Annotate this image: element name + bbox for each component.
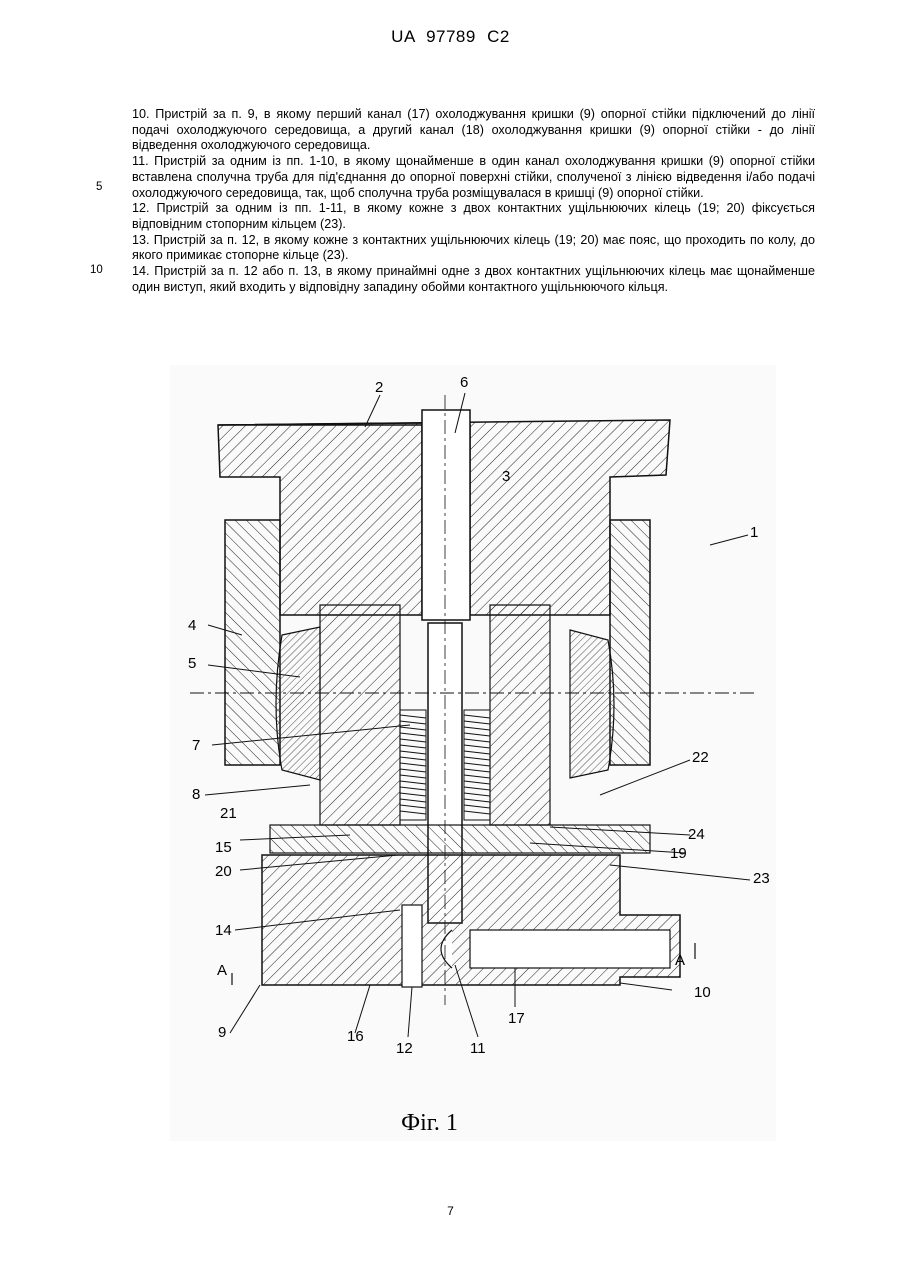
spring-coil	[464, 739, 490, 742]
label-2: 2	[375, 379, 383, 396]
spring-coil	[464, 721, 490, 724]
label-12: 12	[396, 1040, 413, 1057]
patent-number-header: UA 97789 C2	[0, 27, 901, 47]
spring-coil	[400, 787, 426, 790]
label-20: 20	[215, 863, 232, 880]
spring-coil	[400, 811, 426, 814]
spring-coil	[400, 721, 426, 724]
spring-coil	[400, 775, 426, 778]
line-number-5: 5	[96, 181, 102, 193]
spring-coil	[464, 805, 490, 808]
spring-coil	[400, 733, 426, 736]
claim-13: 13. Пристрій за п. 12, в якому кожне з к…	[132, 233, 815, 264]
label-14: 14	[215, 922, 232, 939]
label-9: 9	[218, 1024, 226, 1041]
technical-drawing-figure-1: 2 6 3 1 4 5 7 8 21 22 24 19 23 15 20 14 …	[170, 365, 776, 1141]
spring-coil	[464, 745, 490, 748]
label-8: 8	[192, 786, 200, 803]
spring-coil	[464, 733, 490, 736]
spring-coil	[464, 799, 490, 802]
spring-coil	[464, 769, 490, 772]
claim-11: 11. Пристрій за одним із пп. 1-10, в яко…	[132, 154, 815, 201]
label-15: 15	[215, 839, 232, 856]
spring-coil	[464, 811, 490, 814]
spring-coil	[400, 793, 426, 796]
label-A-right: A	[675, 952, 685, 969]
spring-coil	[464, 757, 490, 760]
label-6: 6	[460, 374, 468, 391]
label-24: 24	[688, 826, 705, 843]
page-number: 7	[0, 1204, 901, 1218]
spring-coil	[400, 769, 426, 772]
label-7: 7	[192, 737, 200, 754]
drawing-svg: 2 6 3 1 4 5 7 8 21 22 24 19 23 15 20 14 …	[170, 365, 776, 1141]
spring-coil	[464, 787, 490, 790]
label-3: 3	[502, 468, 510, 485]
line-number-10: 10	[90, 264, 103, 276]
label-19: 19	[670, 845, 687, 862]
spring-coil	[464, 727, 490, 730]
label-1: 1	[750, 524, 758, 541]
label-4: 4	[188, 617, 196, 634]
spring-coil	[400, 745, 426, 748]
label-22: 22	[692, 749, 709, 766]
spring-coil	[464, 793, 490, 796]
label-10: 10	[694, 984, 711, 1001]
claim-10: 10. Пристрій за п. 9, в якому перший кан…	[132, 107, 815, 154]
spring-coil	[464, 781, 490, 784]
figure-caption: Фіг. 1	[0, 1110, 901, 1137]
label-5: 5	[188, 655, 196, 672]
claims-text: 10. Пристрій за п. 9, в якому перший кан…	[132, 107, 815, 295]
spring-coil	[400, 751, 426, 754]
spring-coil	[400, 727, 426, 730]
label-A-left: A	[217, 962, 227, 979]
claim-12: 12. Пристрій за одним із пп. 1-11, в яко…	[132, 201, 815, 232]
spring-coil	[464, 751, 490, 754]
label-16: 16	[347, 1028, 364, 1045]
spring-coil	[400, 763, 426, 766]
spring-coil	[400, 799, 426, 802]
spring-coil	[464, 763, 490, 766]
spring-coil	[400, 739, 426, 742]
spring-coil	[400, 805, 426, 808]
spring-coil	[464, 715, 490, 718]
figure-caption-text: Фіг. 1	[401, 1110, 458, 1136]
spring-coil	[464, 775, 490, 778]
label-17: 17	[508, 1010, 525, 1027]
label-11: 11	[470, 1040, 486, 1057]
claim-14: 14. Пристрій за п. 12 або п. 13, в якому…	[132, 264, 815, 295]
label-21: 21	[220, 805, 237, 822]
spring-coil	[400, 715, 426, 718]
label-23: 23	[753, 870, 770, 887]
spring-coil	[400, 757, 426, 760]
spring-coil	[400, 781, 426, 784]
